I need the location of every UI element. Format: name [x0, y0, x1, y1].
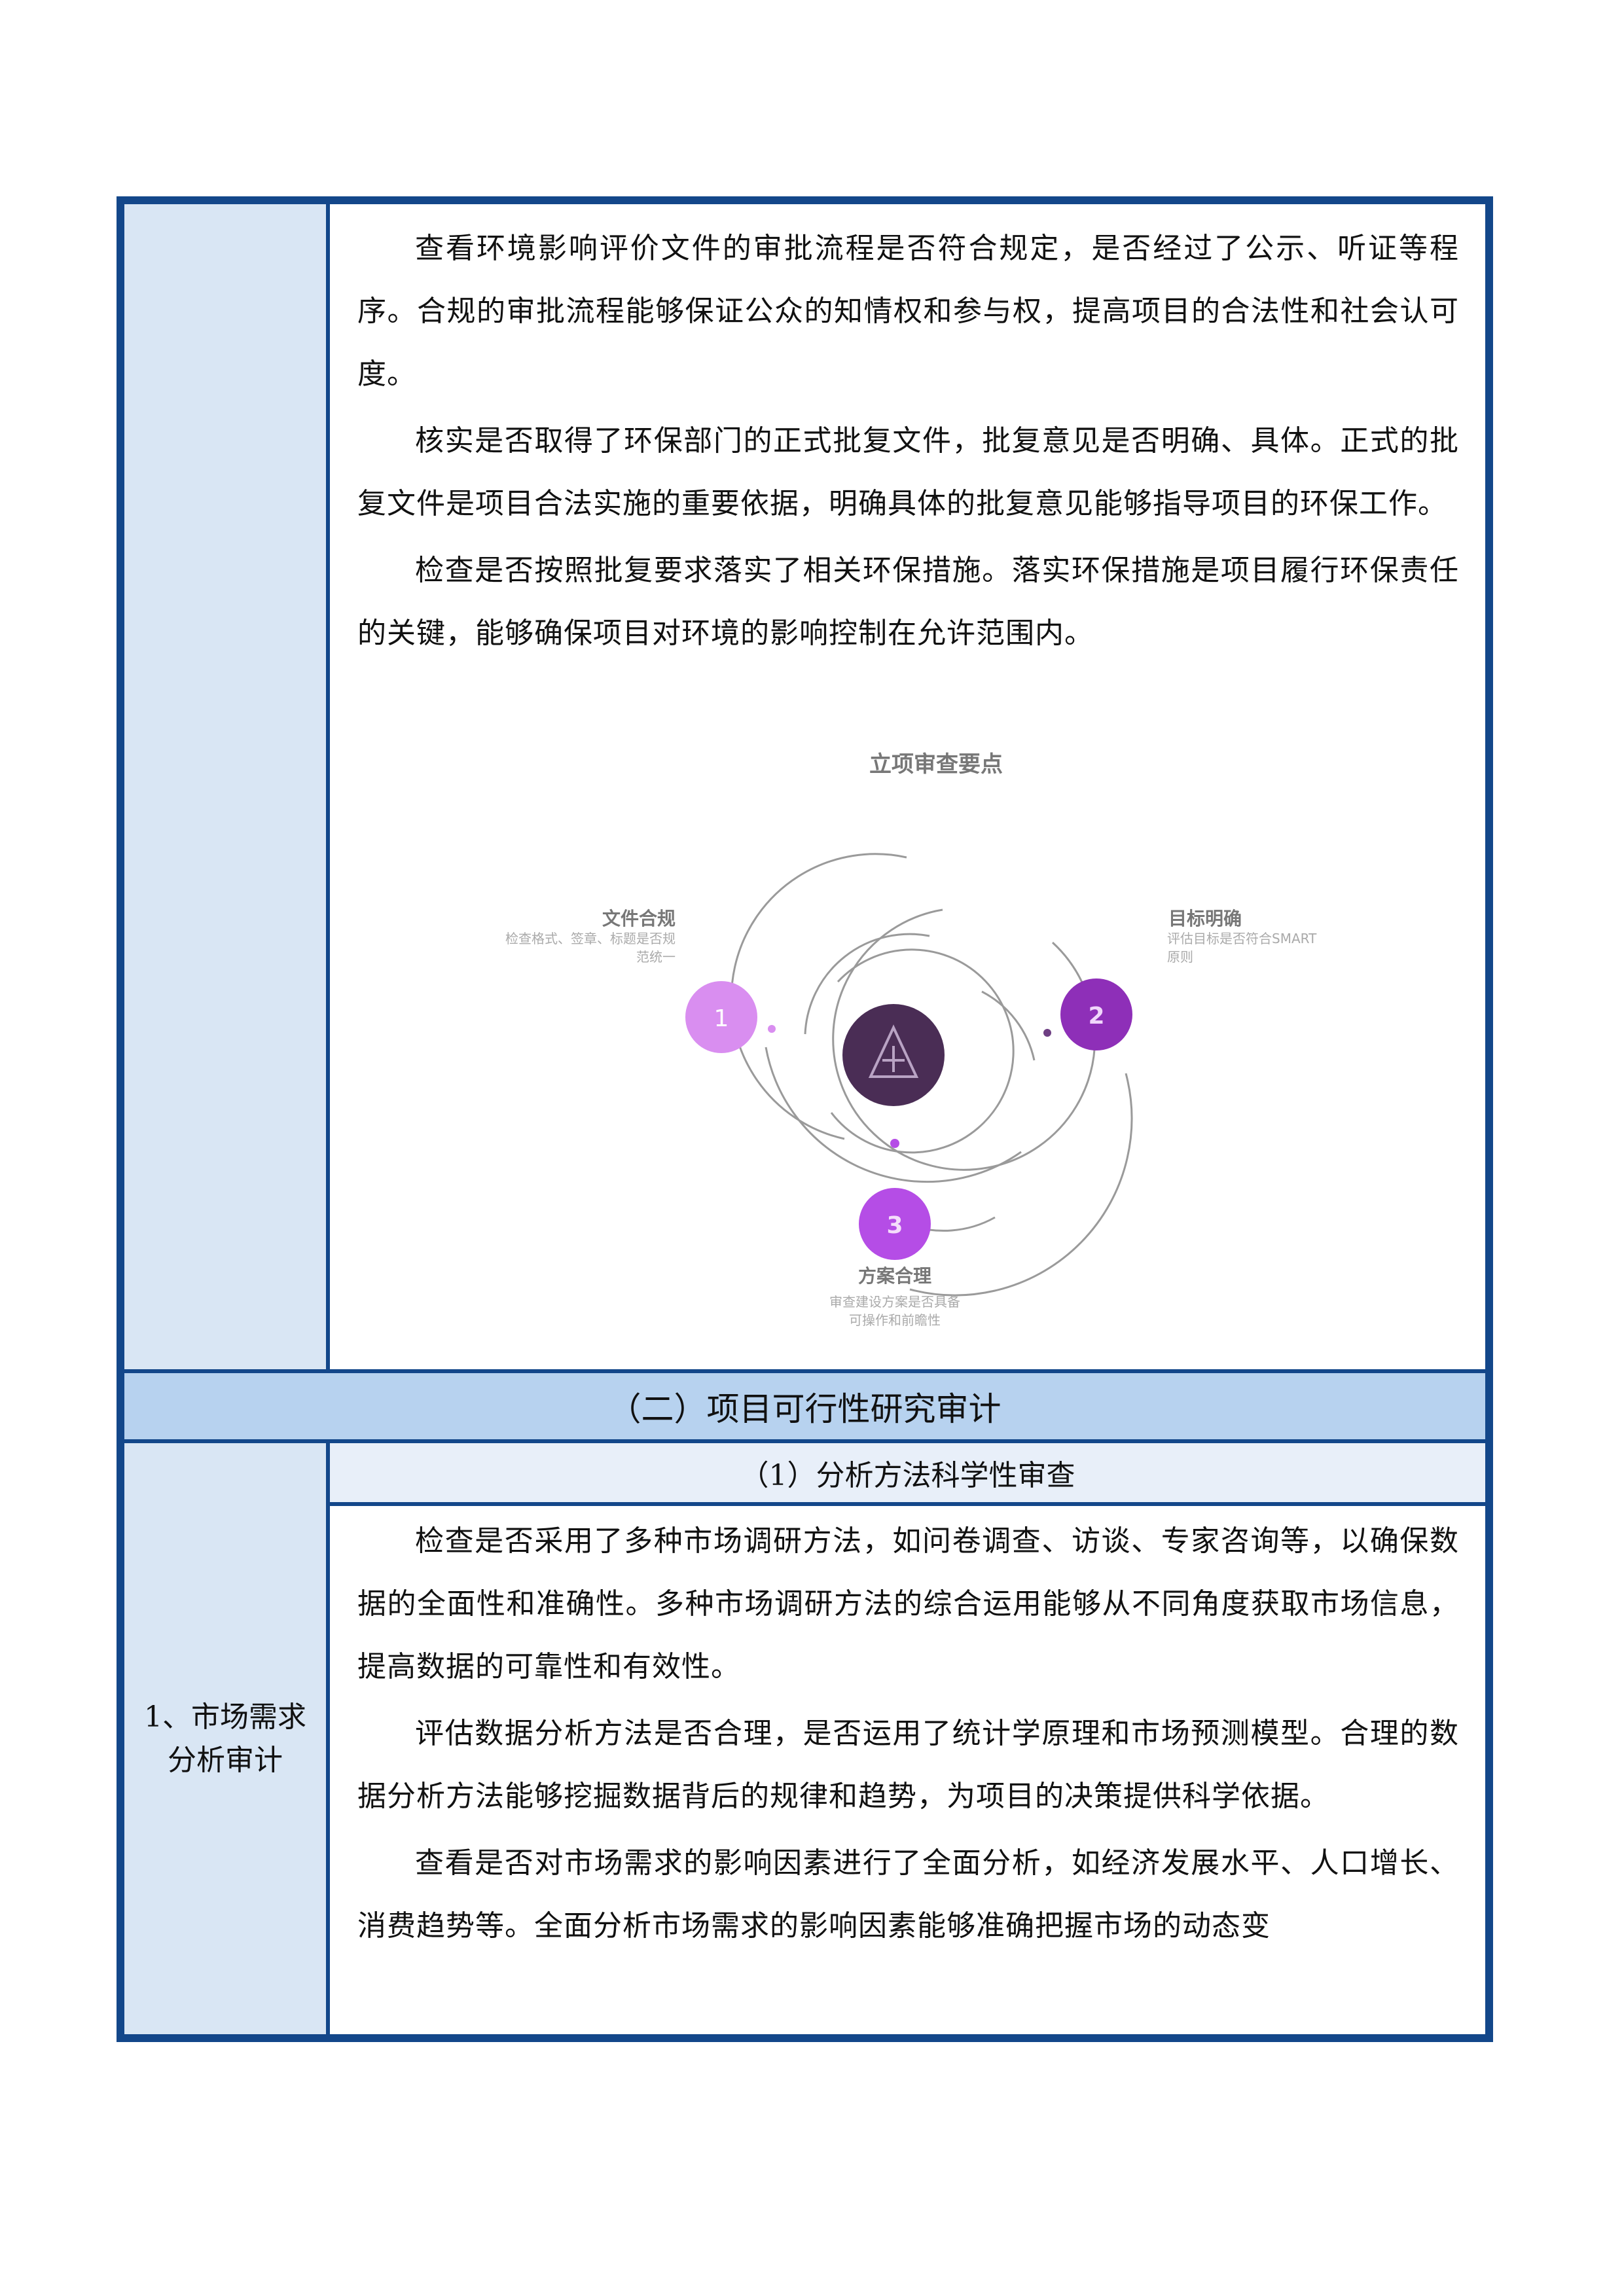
node-1-title: 文件合规: [602, 908, 676, 929]
content-cell-market-analysis: 检查是否采用了多种市场调研方法，如问卷调查、访谈、专家咨询等，以确保数据的全面性…: [330, 1506, 1485, 2034]
section-header-text: （二）项目可行性研究审计: [608, 1390, 1001, 1428]
node-3-title: 方案合理: [857, 1265, 931, 1287]
svg-text:1: 1: [714, 1005, 729, 1032]
section-header: （二）项目可行性研究审计: [124, 1373, 1485, 1439]
paragraph: 查看是否对市场需求的影响因素进行了全面分析，如经济发展水平、人口增长、消费趋势等…: [357, 1846, 1459, 1943]
svg-text:2: 2: [1088, 1003, 1104, 1030]
paragraph: 核实是否取得了环保部门的正式批复文件，批复意见是否明确、具体。正式的批复文件是项…: [357, 424, 1459, 520]
orbit-rings-graphic: 1 2 3: [685, 853, 1133, 1297]
node-2-desc: 评估目标是否符合SMART原则: [1167, 931, 1317, 965]
node-3-desc: 审查建设方案是否具备可操作和前瞻性: [829, 1294, 960, 1328]
node-2-title: 目标明确: [1168, 908, 1242, 929]
content-cell-env-review: 查看环境影响评价文件的审批流程是否符合规定，是否经过了公示、听证等程序。合规的审…: [330, 204, 1485, 1369]
subheading-text: （1）分析方法科学性审查: [740, 1459, 1075, 1492]
row-label: 1、市场需求分析审计: [124, 1443, 326, 2034]
row-label-empty: [124, 204, 326, 1369]
row-label-text: 1、市场需求分析审计: [144, 1700, 306, 1777]
node-1-desc: 检查格式、签章、标题是否规范统一: [505, 931, 676, 965]
audit-table: 查看环境影响评价文件的审批流程是否符合规定，是否经过了公示、听证等程序。合规的审…: [117, 196, 1493, 2042]
svg-text:3: 3: [886, 1212, 903, 1239]
paragraph: 评估数据分析方法是否合理，是否运用了统计学原理和市场预测模型。合理的数据分析方法…: [357, 1717, 1459, 1813]
subheading-cell: （1）分析方法科学性审查: [330, 1443, 1485, 1502]
review-points-diagram: 立项审查要点 1 2 3 文件合规 检查格式、签章、标题是否规范统一 目标明确 …: [471, 733, 1401, 1361]
paragraph: 检查是否按照批复要求落实了相关环保措施。落实环保措施是项目履行环保责任的关键，能…: [357, 554, 1459, 650]
diagram-title: 立项审查要点: [869, 751, 1003, 778]
paragraph: 检查是否采用了多种市场调研方法，如问卷调查、访谈、专家咨询等，以确保数据的全面性…: [357, 1524, 1459, 1683]
paragraph: 查看环境影响评价文件的审批流程是否符合规定，是否经过了公示、听证等程序。合规的审…: [357, 232, 1459, 391]
